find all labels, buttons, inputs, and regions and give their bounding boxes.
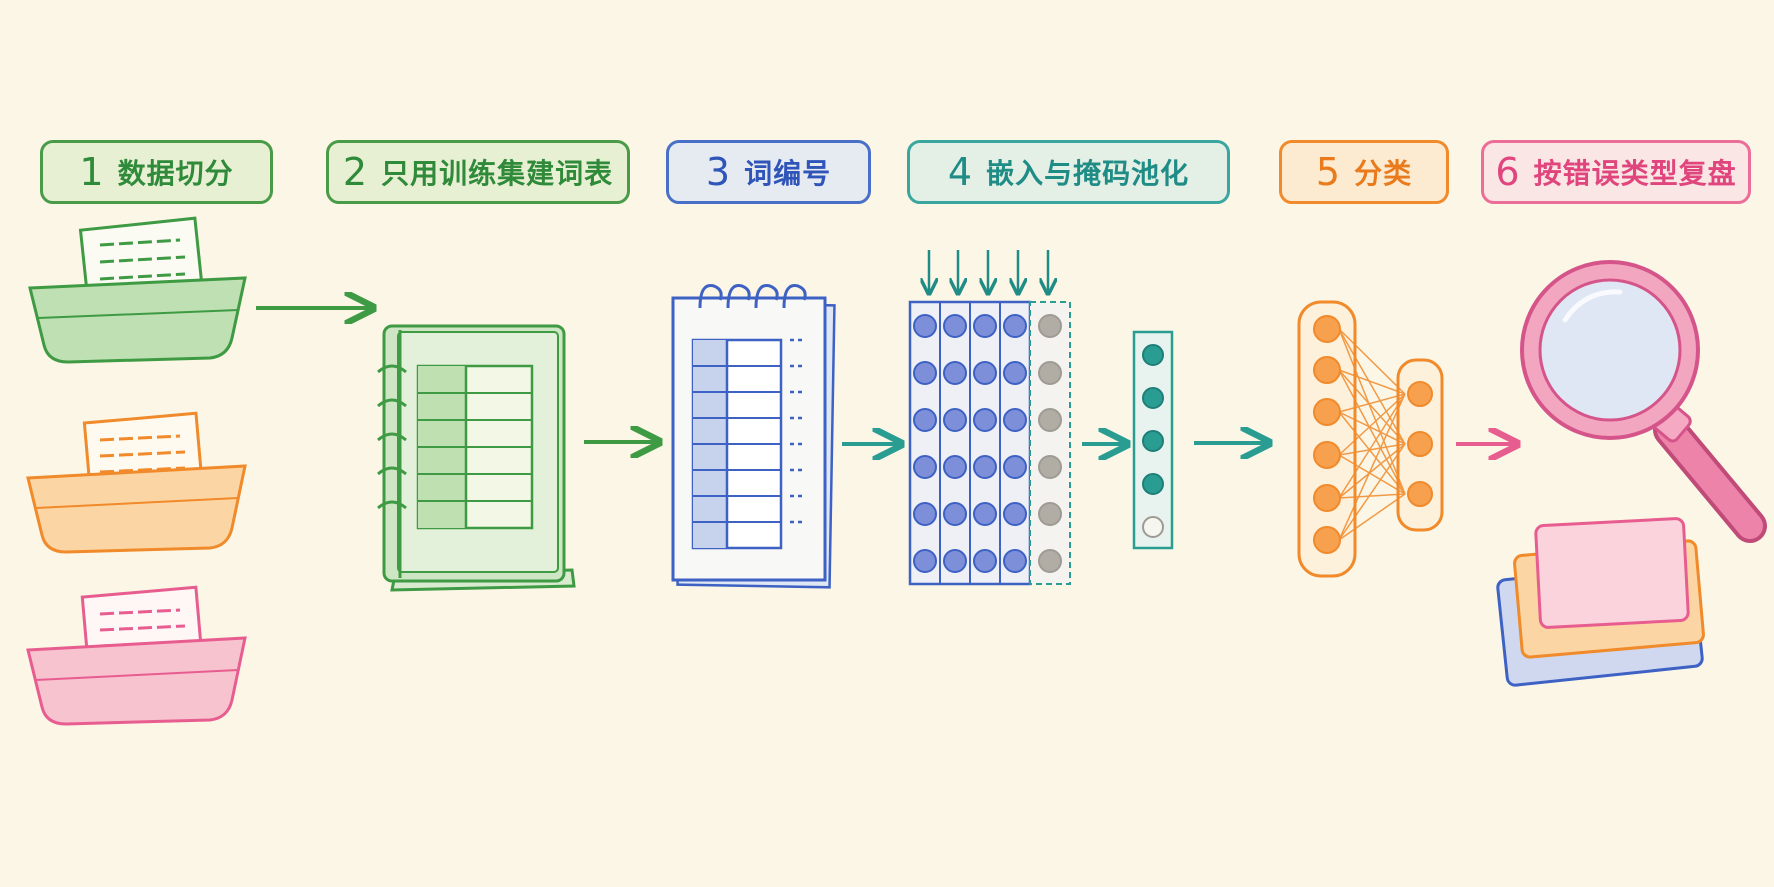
vector-cell — [1142, 473, 1164, 495]
embedding-cell — [973, 502, 997, 526]
embedding-cell — [913, 549, 937, 573]
network-edge — [1338, 493, 1406, 499]
input-node — [1313, 356, 1341, 384]
input-node — [1313, 526, 1341, 554]
embedding-cell — [943, 502, 967, 526]
network-edge — [1338, 393, 1406, 413]
network-edge — [1338, 393, 1406, 499]
empty-vector-cell — [1142, 516, 1164, 538]
network-edge — [1338, 393, 1406, 541]
step-5-text: 分类 — [1354, 157, 1413, 190]
step-6-text: 按错误类型复盘 — [1533, 157, 1737, 190]
indexed-notepad-icon — [671, 283, 836, 589]
embedding-cell — [943, 549, 967, 573]
embedding-cell — [943, 455, 967, 479]
embedding-cell — [973, 361, 997, 385]
network-edge — [1338, 393, 1406, 456]
step-3-number: 3 — [705, 150, 731, 194]
step-5-label: 5 分类 — [1279, 140, 1449, 204]
embedding-cell — [1003, 361, 1027, 385]
embedding-matrix-icon — [908, 250, 1071, 586]
magnifying-glass-icon — [1520, 260, 1767, 543]
step-2-text: 只用训练集建词表 — [381, 157, 614, 190]
input-node — [1313, 398, 1341, 426]
pooled-vector-icon — [1132, 330, 1174, 550]
embedding-cell — [913, 408, 937, 432]
embedding-cell — [943, 314, 967, 338]
output-node — [1407, 481, 1433, 507]
step-6-label: 6 按错误类型复盘 — [1481, 140, 1751, 204]
embedding-cell — [913, 361, 937, 385]
network-edge — [1338, 411, 1406, 495]
step-5-number: 5 — [1315, 150, 1341, 194]
input-node — [1313, 315, 1341, 343]
output-node — [1407, 381, 1433, 407]
input-node — [1313, 484, 1341, 512]
embedding-cell — [943, 361, 967, 385]
embedding-cell — [913, 314, 937, 338]
masked-cell — [1038, 314, 1062, 338]
embedding-cell — [973, 549, 997, 573]
step-1-text: 数据切分 — [117, 157, 234, 190]
neural-network-icon — [1297, 300, 1444, 578]
step-1-label: 1 数据切分 — [40, 140, 273, 204]
vector-cell — [1142, 387, 1164, 409]
output-node — [1407, 431, 1433, 457]
masked-cell — [1038, 361, 1062, 385]
error-cards-icon — [1496, 517, 1705, 687]
embedding-cell — [1003, 314, 1027, 338]
step-4-text: 嵌入与掩码池化 — [986, 157, 1190, 190]
embedding-cell — [943, 408, 967, 432]
embedding-cell — [1003, 455, 1027, 479]
network-edge — [1338, 328, 1406, 495]
network-edge — [1338, 443, 1406, 541]
step-6-number: 6 — [1495, 150, 1520, 194]
embedding-cell — [1003, 502, 1027, 526]
green-tray-icon — [28, 216, 247, 364]
embedding-cell — [913, 502, 937, 526]
orange-tray-icon — [26, 411, 247, 554]
embedding-cell — [973, 314, 997, 338]
network-edge — [1338, 328, 1406, 395]
step-3-text: 词编号 — [744, 157, 832, 190]
step-1-number: 1 — [79, 150, 104, 194]
masked-cell — [1038, 502, 1062, 526]
network-edge — [1338, 369, 1406, 395]
step-4-label: 4 嵌入与掩码池化 — [907, 140, 1230, 204]
embedding-cell — [1003, 408, 1027, 432]
input-node — [1313, 441, 1341, 469]
vocabulary-notebook-icon — [377, 324, 576, 592]
pink-tray-icon — [26, 585, 247, 726]
step-2-label: 2 只用训练集建词表 — [326, 140, 630, 204]
network-edge — [1338, 328, 1406, 445]
embedding-cell — [973, 455, 997, 479]
network-edge — [1338, 411, 1406, 445]
step-4-number: 4 — [947, 150, 973, 194]
network-edge — [1338, 369, 1406, 445]
vector-cell — [1142, 344, 1164, 366]
vector-cell — [1142, 430, 1164, 452]
step-3-label: 3 词编号 — [666, 140, 871, 204]
masked-cell — [1038, 408, 1062, 432]
embedding-cell — [973, 408, 997, 432]
embedding-cell — [913, 455, 937, 479]
network-edge — [1338, 369, 1406, 495]
network-edge — [1338, 443, 1406, 456]
network-edge — [1338, 443, 1406, 499]
embedding-cell — [1003, 549, 1027, 573]
step-2-number: 2 — [342, 150, 368, 194]
masked-cell — [1038, 455, 1062, 479]
network-edge — [1338, 493, 1406, 541]
masked-cell — [1038, 549, 1062, 573]
network-edge — [1338, 454, 1406, 495]
